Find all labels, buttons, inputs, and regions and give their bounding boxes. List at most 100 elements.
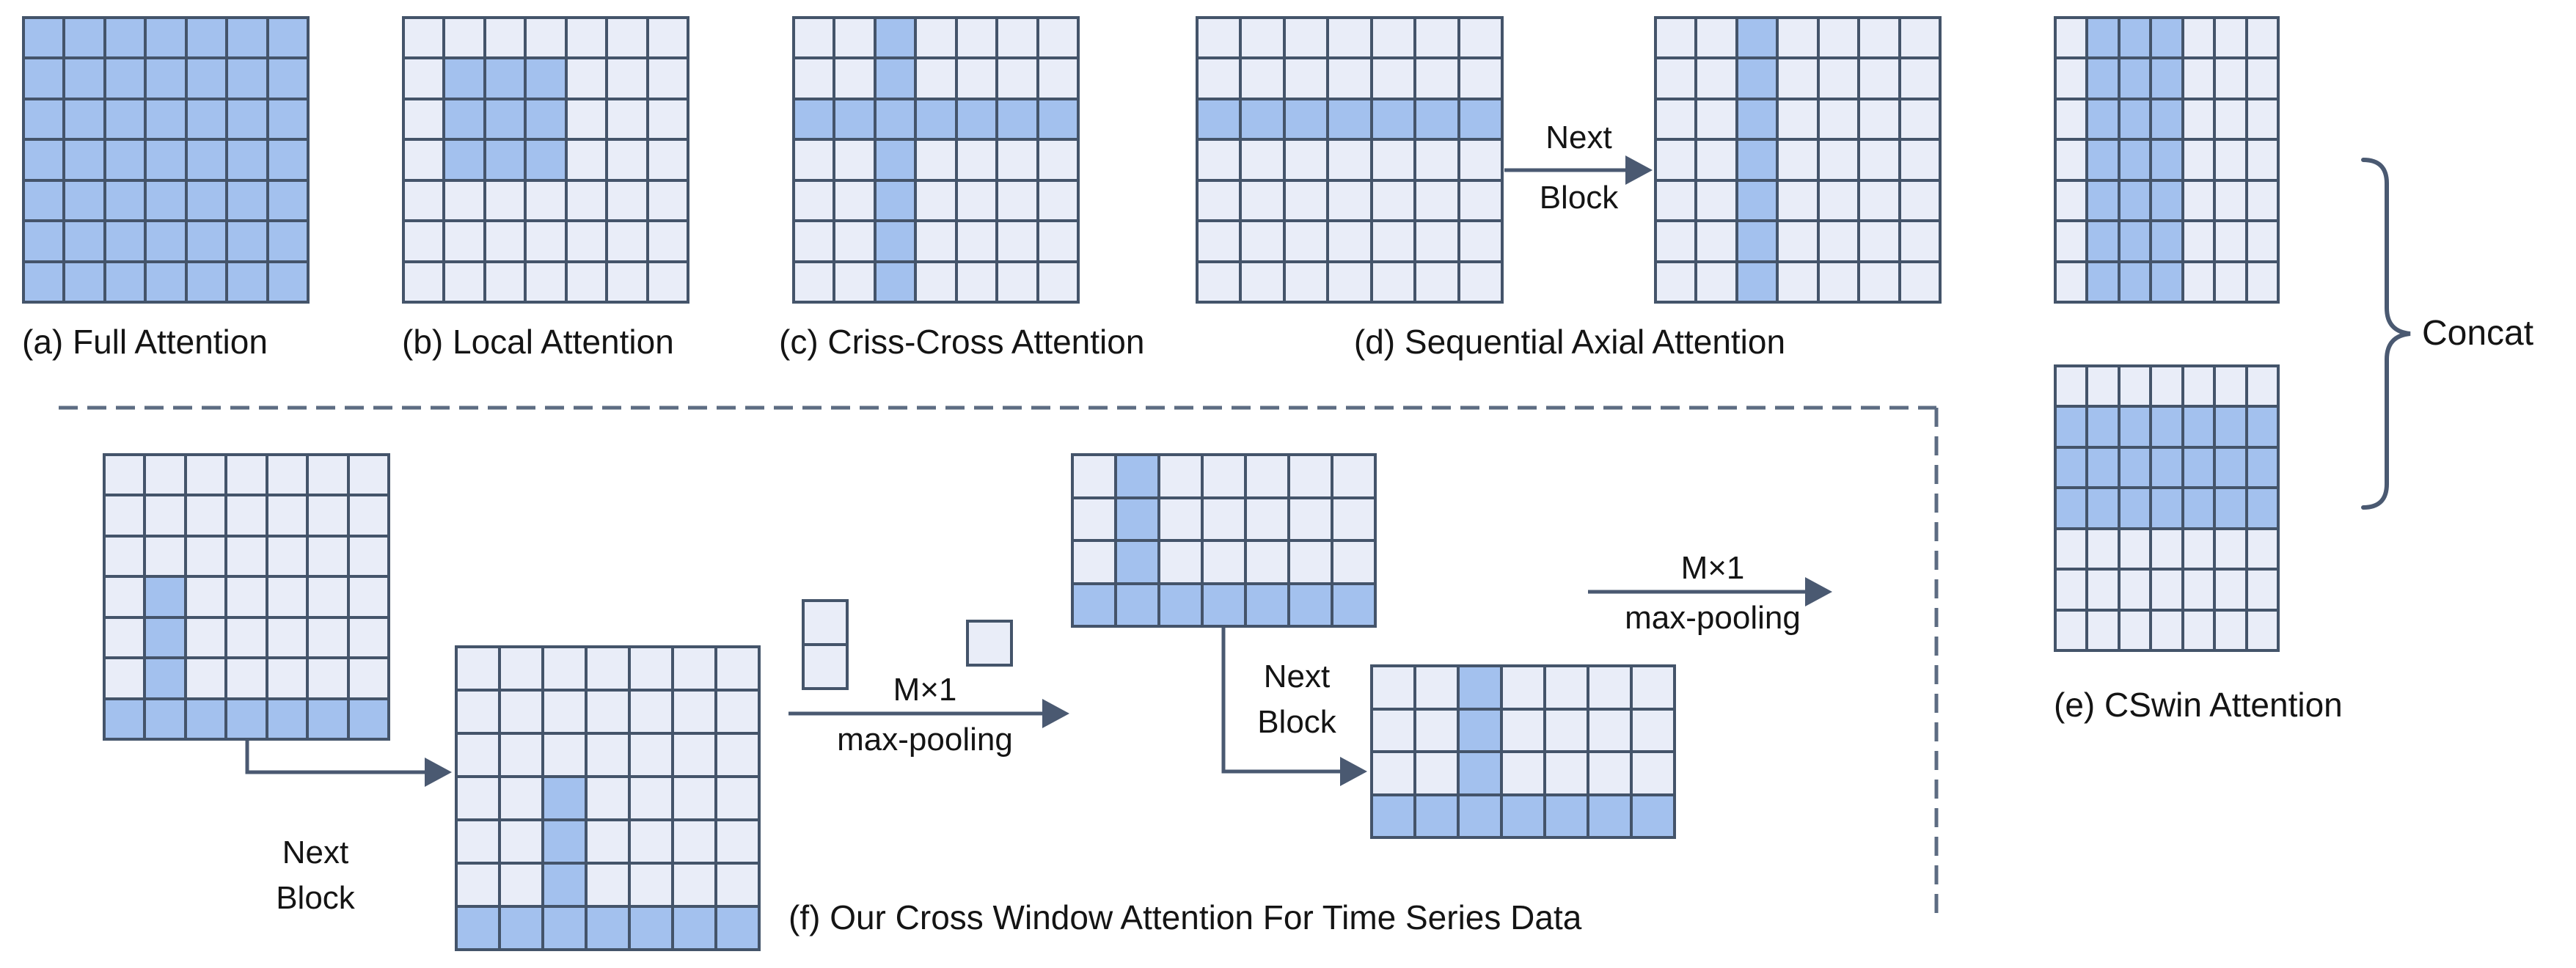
cell-r6-c6	[1460, 263, 1501, 301]
cell-r5-c0	[405, 222, 443, 260]
cell-r3-c1	[146, 578, 184, 616]
cell-r6-c5	[998, 263, 1036, 301]
cell-r4-c4	[1819, 181, 1858, 220]
cell-r6-c2	[1738, 263, 1777, 301]
cell-r1-c5	[309, 496, 347, 535]
cell-r4-c1	[2088, 181, 2118, 220]
cell-r5-c5	[309, 659, 347, 697]
cell-r1-c6	[2247, 59, 2277, 98]
cell-r2-c0	[1657, 100, 1695, 139]
cell-r3-c4	[631, 778, 671, 818]
cell-r4-c5	[2216, 529, 2245, 568]
grid-cross-window-block1	[103, 453, 390, 741]
cell-r2-c1	[1697, 100, 1735, 139]
cell-r3-c2	[486, 141, 524, 179]
cell-r4-c3	[1329, 181, 1370, 220]
grid-cross-window-block2	[455, 645, 761, 951]
cell-r3-c0	[1657, 141, 1695, 179]
cell-r2-c4	[1819, 100, 1858, 139]
cell-r2-c1	[1117, 542, 1157, 582]
cell-r3-c0	[1373, 796, 1413, 836]
cell-r3-c0	[106, 578, 144, 616]
caption-full-attention: (a) Full Attention	[22, 323, 268, 361]
cell-r5-c5	[998, 222, 1036, 260]
cell-r3-c3	[227, 578, 266, 616]
cell-r2-c0	[405, 100, 443, 139]
cell-r2-c3	[227, 537, 266, 576]
cell-r1-c2	[186, 496, 225, 535]
cell-r4-c0	[405, 181, 443, 220]
cell-r5-c1	[501, 865, 541, 905]
cell-r5-c3	[2152, 571, 2181, 609]
cell-r6-c6	[648, 263, 687, 301]
cell-r4-c1	[1697, 181, 1735, 220]
cell-r2-c5	[1290, 542, 1331, 582]
max-pooling-arrow-2-head	[1805, 577, 1832, 606]
cell-r0-c1	[146, 456, 184, 494]
cell-r6-c4	[2184, 263, 2214, 301]
cell-r5-c2	[876, 222, 915, 260]
cell-r6-c2	[544, 908, 585, 948]
cell-r0-c4	[1546, 667, 1587, 708]
next-block-arrow-f1-head	[425, 758, 452, 787]
cell-r6-c3	[588, 908, 628, 948]
cell-r2-c5	[309, 537, 347, 576]
cell-r2-c0	[2057, 100, 2086, 139]
cell-r5-c4	[1372, 222, 1414, 260]
grid-sequential-axial-block2	[1654, 16, 1942, 304]
cell-r6-c1	[146, 700, 184, 738]
cell-r4-c2	[544, 821, 585, 862]
cell-r1-c2	[1160, 499, 1201, 539]
cell-r2-c3	[1779, 100, 1817, 139]
cell-r2-c3	[1204, 542, 1244, 582]
cell-r6-c5	[2216, 611, 2245, 649]
cell-r0-c0	[2057, 367, 2086, 406]
caption-cswin-attention: (e) CSwin Attention	[2054, 686, 2343, 724]
cell-r1-c0	[795, 59, 833, 98]
cell-r2-c2	[1738, 100, 1777, 139]
cell-r6-c5	[674, 908, 714, 948]
cell-r5-c6	[268, 222, 307, 260]
cell-r6-c5	[228, 263, 266, 301]
cell-r0-c6	[1900, 19, 1939, 57]
cell-r2-c0	[1373, 753, 1413, 793]
cell-r1-c4	[268, 496, 307, 535]
cell-r3-c6	[349, 578, 387, 616]
cell-r2-c4	[268, 537, 307, 576]
cell-r0-c2	[1460, 667, 1500, 708]
cell-r3-c4	[268, 578, 307, 616]
cell-r3-c3	[1329, 141, 1370, 179]
cell-r3-c6	[717, 778, 758, 818]
cell-r2-c1	[501, 735, 541, 775]
cell-r6-c4	[631, 908, 671, 948]
cell-r2-c6	[1900, 100, 1939, 139]
cell-r5-c4	[631, 865, 671, 905]
cell-r0-c0	[1657, 19, 1695, 57]
cell-r4-c5	[228, 181, 266, 220]
cell-r4-c5	[309, 618, 347, 657]
cell-r0-c3	[1779, 19, 1817, 57]
concat-label: Concat	[2422, 314, 2534, 353]
cell-r6-c1	[835, 263, 874, 301]
cell-r3-c4	[1247, 584, 1287, 625]
cell-r2-c5	[2216, 448, 2245, 487]
cell-r0-c6	[1333, 456, 1374, 496]
cell-r3-c6	[648, 141, 687, 179]
cell-r0-c4	[2184, 19, 2214, 57]
cell-r1-c0	[2057, 59, 2086, 98]
cell-r2-c3	[527, 100, 565, 139]
cell-r6-c4	[268, 700, 307, 738]
cell-r2-c5	[998, 100, 1036, 139]
grid-sequential-axial-block1	[1196, 16, 1504, 304]
cell-r3-c6	[1460, 141, 1501, 179]
cell-r1-c4	[2184, 59, 2214, 98]
cell-r4-c3	[917, 181, 955, 220]
cell-r1-c4	[1546, 710, 1587, 750]
cell-r0-c3	[527, 19, 565, 57]
cell-r2-c5	[228, 100, 266, 139]
cell-r1-c3	[1204, 499, 1244, 539]
cell-r2-c4	[1546, 753, 1587, 793]
cell-r6-c2	[2120, 263, 2150, 301]
cell-r5-c5	[2216, 571, 2245, 609]
cell-r4-c6	[2247, 529, 2277, 568]
